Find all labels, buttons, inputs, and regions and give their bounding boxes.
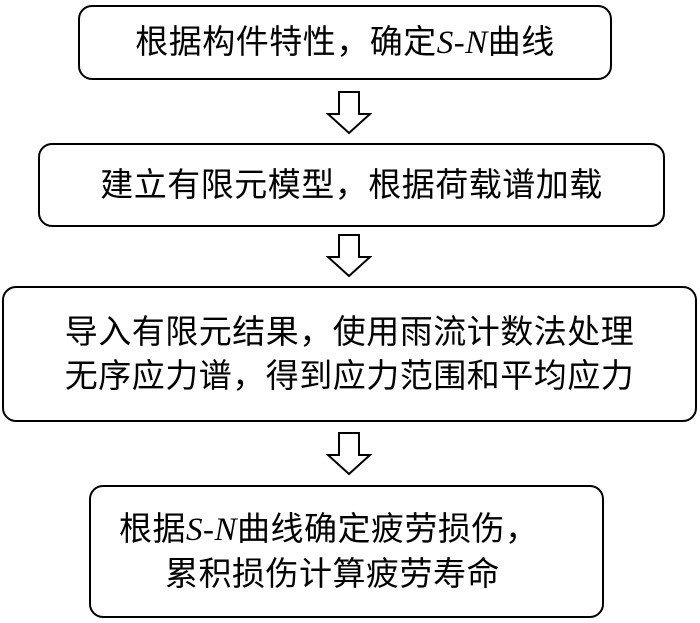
step-4-text-pre: 根据: [119, 509, 186, 548]
down-arrow-icon: [326, 91, 372, 135]
step-4-text-post: 曲线确定疲劳损伤，: [237, 509, 539, 548]
step-2-box: 建立有限元模型，根据荷载谱加载: [38, 143, 665, 227]
step-1-text-post: 曲线: [487, 22, 555, 61]
step-4-line-2: 累积损伤计算疲劳寿命: [165, 554, 500, 593]
step-1-text-pre: 根据构件特性，确定: [135, 22, 437, 61]
step-1-text: 根据构件特性，确定S-N曲线: [135, 20, 555, 65]
down-arrow-icon: [326, 432, 372, 476]
step-3-line-2: 无序应力谱，得到应力范围和平均应力: [64, 356, 635, 395]
step-4-line-1: 根据S-N曲线确定疲劳损伤，: [119, 507, 539, 552]
step-1-box: 根据构件特性，确定S-N曲线: [78, 5, 612, 80]
step-4-box: 根据S-N曲线确定疲劳损伤， 累积损伤计算疲劳寿命: [89, 485, 604, 618]
step-3-box: 导入有限元结果，使用雨流计数法处理 无序应力谱，得到应力范围和平均应力: [2, 286, 697, 422]
down-arrow-icon: [326, 234, 372, 278]
sn-curve-label: S-N: [436, 25, 488, 61]
step-2-text: 建立有限元模型，根据荷载谱加载: [100, 165, 603, 204]
sn-curve-label: S-N: [186, 512, 237, 548]
step-3-line-1: 导入有限元结果，使用雨流计数法处理: [64, 312, 635, 351]
